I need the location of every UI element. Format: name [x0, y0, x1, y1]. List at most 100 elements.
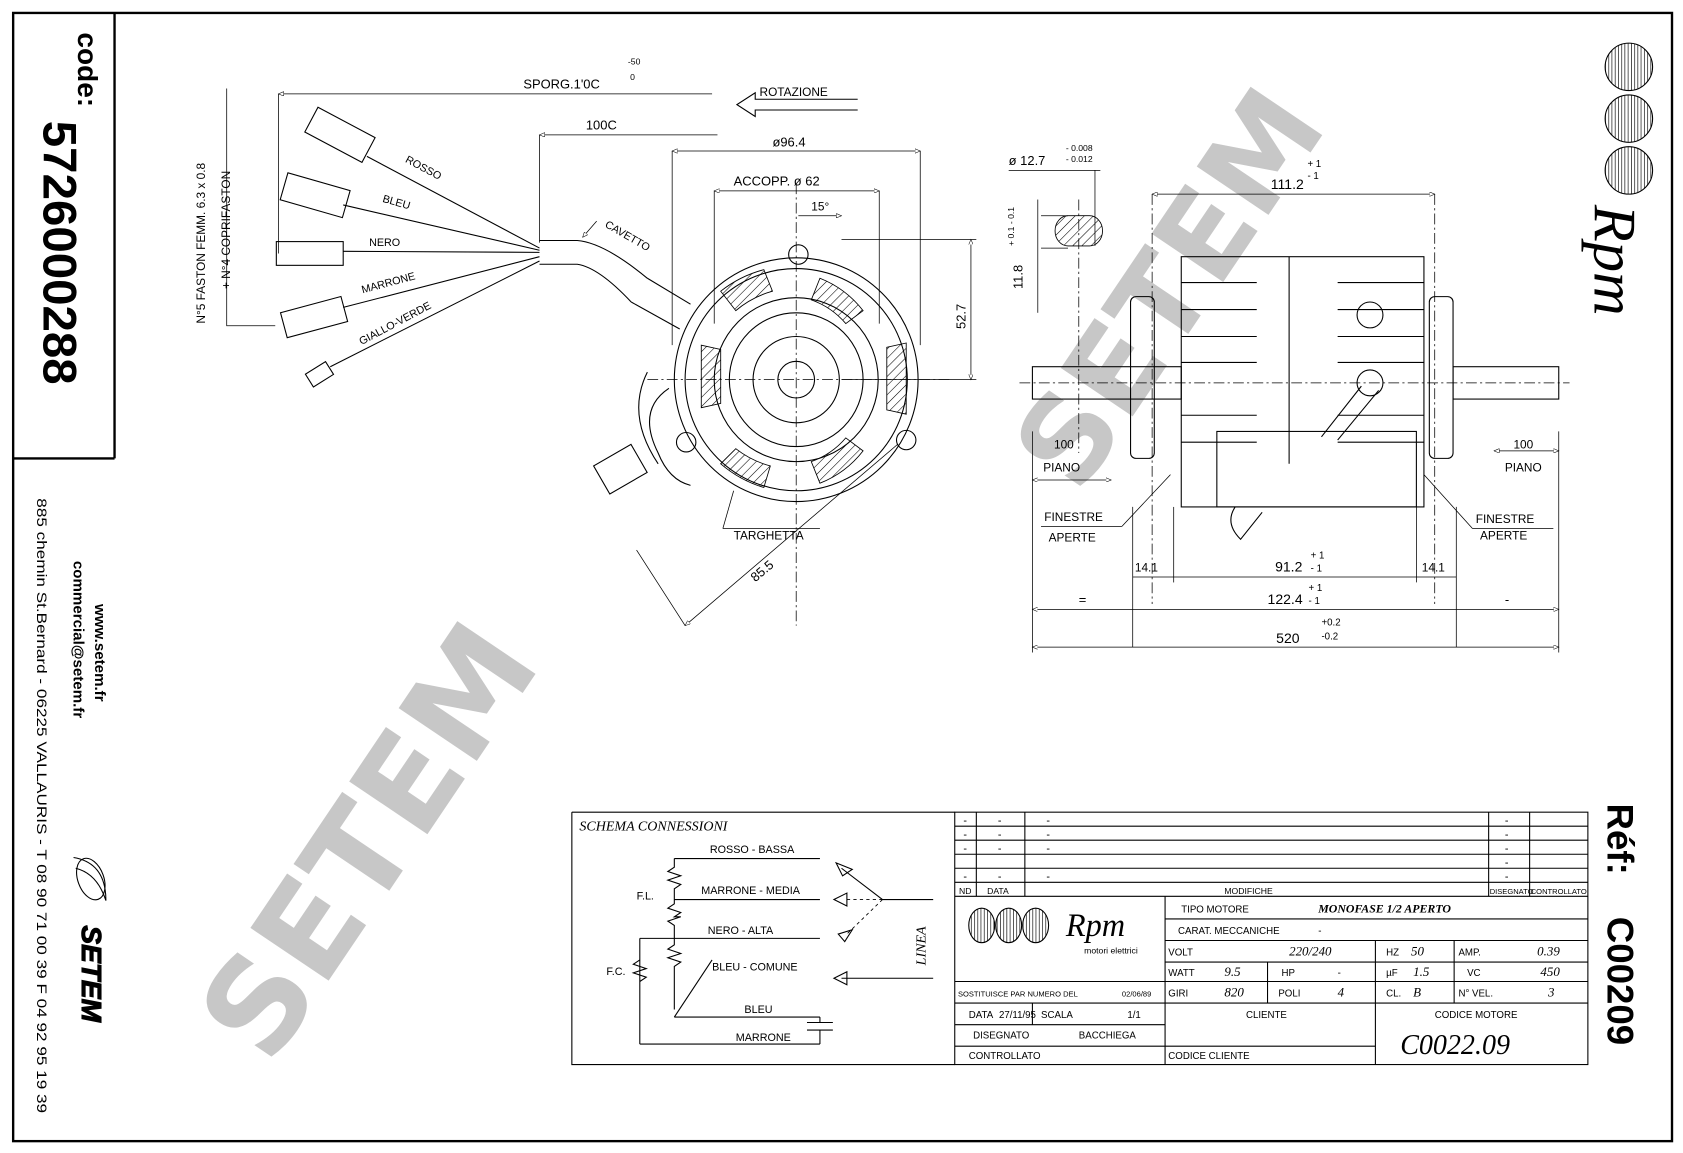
title-block-cl-value-text: B [1413, 985, 1421, 1000]
front-view-plate-text: TARGHETTA [734, 528, 804, 542]
schema-rows-0-text: ROSSO - BASSA [710, 844, 795, 856]
side-view-tol-02-upper-text: +0.2 [1321, 618, 1340, 629]
side-view-flat-len-left-text: 100 [1054, 438, 1074, 452]
title-block-scala-label-text: SCALA [1041, 1010, 1073, 1021]
side-view-windows-1-text: FINESTRE [1476, 512, 1535, 526]
setem-logo-icon [73, 856, 107, 901]
title-block-modif-rows-4-1-text: - [998, 871, 1002, 883]
title-block-modif-rows-0-0-text: - [963, 815, 967, 827]
front-view-sporg-tol-lower-text: 0 [630, 72, 635, 82]
front-view-height-text: 52.7 [954, 304, 969, 329]
side-view-windows-2-text: APERTE [1049, 530, 1096, 544]
schema-rows-1-text: MARRONE - MEDIA [701, 885, 801, 897]
title-block-tipo-value-text: MONOFASE 1/2 APERTO [1317, 901, 1451, 915]
side-view-flat-text: 11.8 [1011, 265, 1026, 289]
code-value: 5726000288 [32, 121, 85, 385]
title-block-vel-label-text: N° VEL. [1458, 989, 1493, 1000]
title-block-modif-rows-0-2-text: - [1046, 815, 1050, 827]
setem-brand: SETEM [76, 925, 107, 1022]
side-view-tol-pm1-upper-text: + 1 [1311, 551, 1325, 562]
title-block-modif-rows-4-0-text: - [963, 871, 967, 883]
side-view-windows-2-text: APERTE [1480, 528, 1527, 542]
title-block-modif-rows-2-2-text: - [1046, 843, 1050, 855]
left-strip: code: 5726000288 www.setem.fr commercial… [13, 12, 116, 1113]
title-block-vel-value-text: 3 [1547, 985, 1555, 1000]
front-view-coupling-text: ACCOPP. ø 62 [734, 174, 820, 189]
email: commercial@setem.fr [70, 561, 87, 718]
side-view-tol-pm1-lower-text: - 1 [1311, 564, 1322, 575]
title-block-modif-rows-1-0-text: - [963, 829, 967, 841]
address: 885 chemin St.Bernard - 06225 VALLAURIS … [34, 498, 50, 1113]
side-view-dim-520-text: 520 [1276, 630, 1300, 646]
title-block-modif-rows-2-3-text: - [1505, 843, 1509, 855]
title-block-tipo-label-text: TIPO MOTORE [1181, 904, 1249, 915]
modifications-table: ---- ---- ---- - ---- ND DATA MODIFICHE … [959, 815, 1587, 896]
side-view-piano-text: PIANO [1043, 460, 1080, 474]
front-view-wires-4-text: GIALLO-VERDE [357, 300, 433, 348]
front-view-sporg-text: SPORG.1'0C [523, 76, 600, 91]
side-view-flat-tol-text: + 0.1 - 0.1 [1006, 207, 1016, 246]
title-block-data-label-text: DATA [969, 1010, 994, 1021]
title-block-modif-headers-2-text: MODIFICHE [1224, 886, 1273, 896]
title-block-controllato-label-text: CONTROLLATO [969, 1051, 1041, 1062]
harness-note-1: N°5 FASTON FEMM. 6.3 x 0.8 [194, 162, 208, 323]
title-block-logo-sub-text: motori elettrici [1084, 945, 1138, 955]
right-strip: Rpm Réf: C00209 [1580, 42, 1654, 1045]
title-block-sostituisce-text: SOSTITUISCE PAR NUMERO DEL [958, 990, 1078, 999]
title-block-volt-label-text: VOLT [1168, 948, 1193, 959]
title-block-cliente-label-text: CLIENTE [1246, 1010, 1287, 1021]
schema-bleu-text: BLEU [744, 1004, 772, 1016]
side-view-tol-pm1-lower-text: - 1 [1309, 596, 1320, 607]
title-block-hp-label-text: HP [1282, 968, 1295, 979]
side-view-tol-pm1-upper-text: + 1 [1309, 583, 1323, 594]
title-block-modif-headers-1-text: DATA [987, 886, 1009, 896]
title-block-disegnato-value-text: BACCHIEGA [1079, 1031, 1137, 1042]
side-view-tol-02-lower-text: -0.2 [1321, 632, 1338, 643]
side-view-shaft-dia-text: ø 12.7 [1009, 153, 1046, 168]
title-block-amp-value-text: 0.39 [1537, 944, 1560, 959]
title-block-hz-label-text: HZ [1386, 948, 1399, 959]
side-view-shaft-dia-tol-lower-text: - 0.012 [1066, 154, 1093, 164]
side-view-tol-pm1-lower-text: - 1 [1307, 171, 1318, 182]
front-view-cable-text: CAVETTO [603, 219, 652, 254]
side-view-tol-pm1-upper-text: + 1 [1307, 159, 1321, 170]
rpm-brand: Rpm [1580, 204, 1647, 316]
front-view: N°5 FASTON FEMM. 6.3 x 0.8 + N°4 COPRIFA… [194, 57, 977, 626]
title-block-modif-rows-1-3-text: - [1505, 829, 1509, 841]
title-block-giri-value-text: 820 [1224, 985, 1244, 1000]
title-block-watt-label-text: WATT [1168, 968, 1194, 979]
title-block-modif-headers-0-text: ND [959, 886, 971, 896]
title-block-watt-value-text: 9.5 [1224, 964, 1241, 979]
schema-fc-text: F.C. [606, 966, 625, 978]
title-block-modif-headers-3-text: DISEGNATO [1490, 887, 1534, 896]
side-view-equal-text: = [1079, 592, 1087, 607]
side-view-dim-912-text: 91.2 [1275, 559, 1302, 575]
side-view-shaft-dia-tol-upper-text: - 0.008 [1066, 143, 1093, 153]
title-block-carat-label-text: CARAT. MECCANICHE [1178, 926, 1280, 937]
title-block: ---- ---- ---- - ---- ND DATA MODIFICHE … [954, 811, 1589, 1066]
side-view-dim-141-text: 14.1 [1422, 561, 1445, 575]
front-view-wires-1-text: BLEU [381, 193, 411, 212]
front-view-radius-text: 85.5 [748, 557, 777, 585]
title-block-data-value-text: 27/11/95 [999, 1010, 1036, 1021]
rotation-arrow-icon [735, 91, 858, 118]
title-block-modif-rows-0-3-text: - [1505, 815, 1509, 827]
title-block-modif-rows-3-3-text: - [1505, 857, 1509, 869]
title-block-carat-value-text: - [1318, 926, 1321, 937]
title-block-vc-label-text: VC [1467, 968, 1480, 979]
side-view-flat-len-right-text: 100 [1513, 438, 1533, 452]
title-block-disegnato-label-text: DISEGNATO [973, 1031, 1030, 1042]
front-view-rotation-text: ROTAZIONE [760, 85, 828, 99]
title-block-scala-value-text: 1/1 [1127, 1010, 1140, 1021]
rpm-logo-icon [1604, 42, 1654, 195]
website: www.setem.fr [91, 603, 108, 702]
side-view-dim-1224-text: 122.4 [1268, 591, 1303, 607]
title-block-modif-headers-4-text: CONTROLLATO [1531, 887, 1587, 896]
title-block-modif-rows-2-1-text: - [998, 843, 1002, 855]
side-view-overall-body-text: 111.2 [1271, 176, 1304, 192]
title-block-giri-label-text: GIRI [1168, 989, 1188, 1000]
front-view-sporg-tol-upper-text: -50 [628, 57, 641, 67]
side-view-dash-text: - [1505, 592, 1509, 607]
harness-note-2: + N°4 COPRIFASTON [219, 171, 233, 289]
schema-fl-text: F.L. [637, 891, 654, 903]
